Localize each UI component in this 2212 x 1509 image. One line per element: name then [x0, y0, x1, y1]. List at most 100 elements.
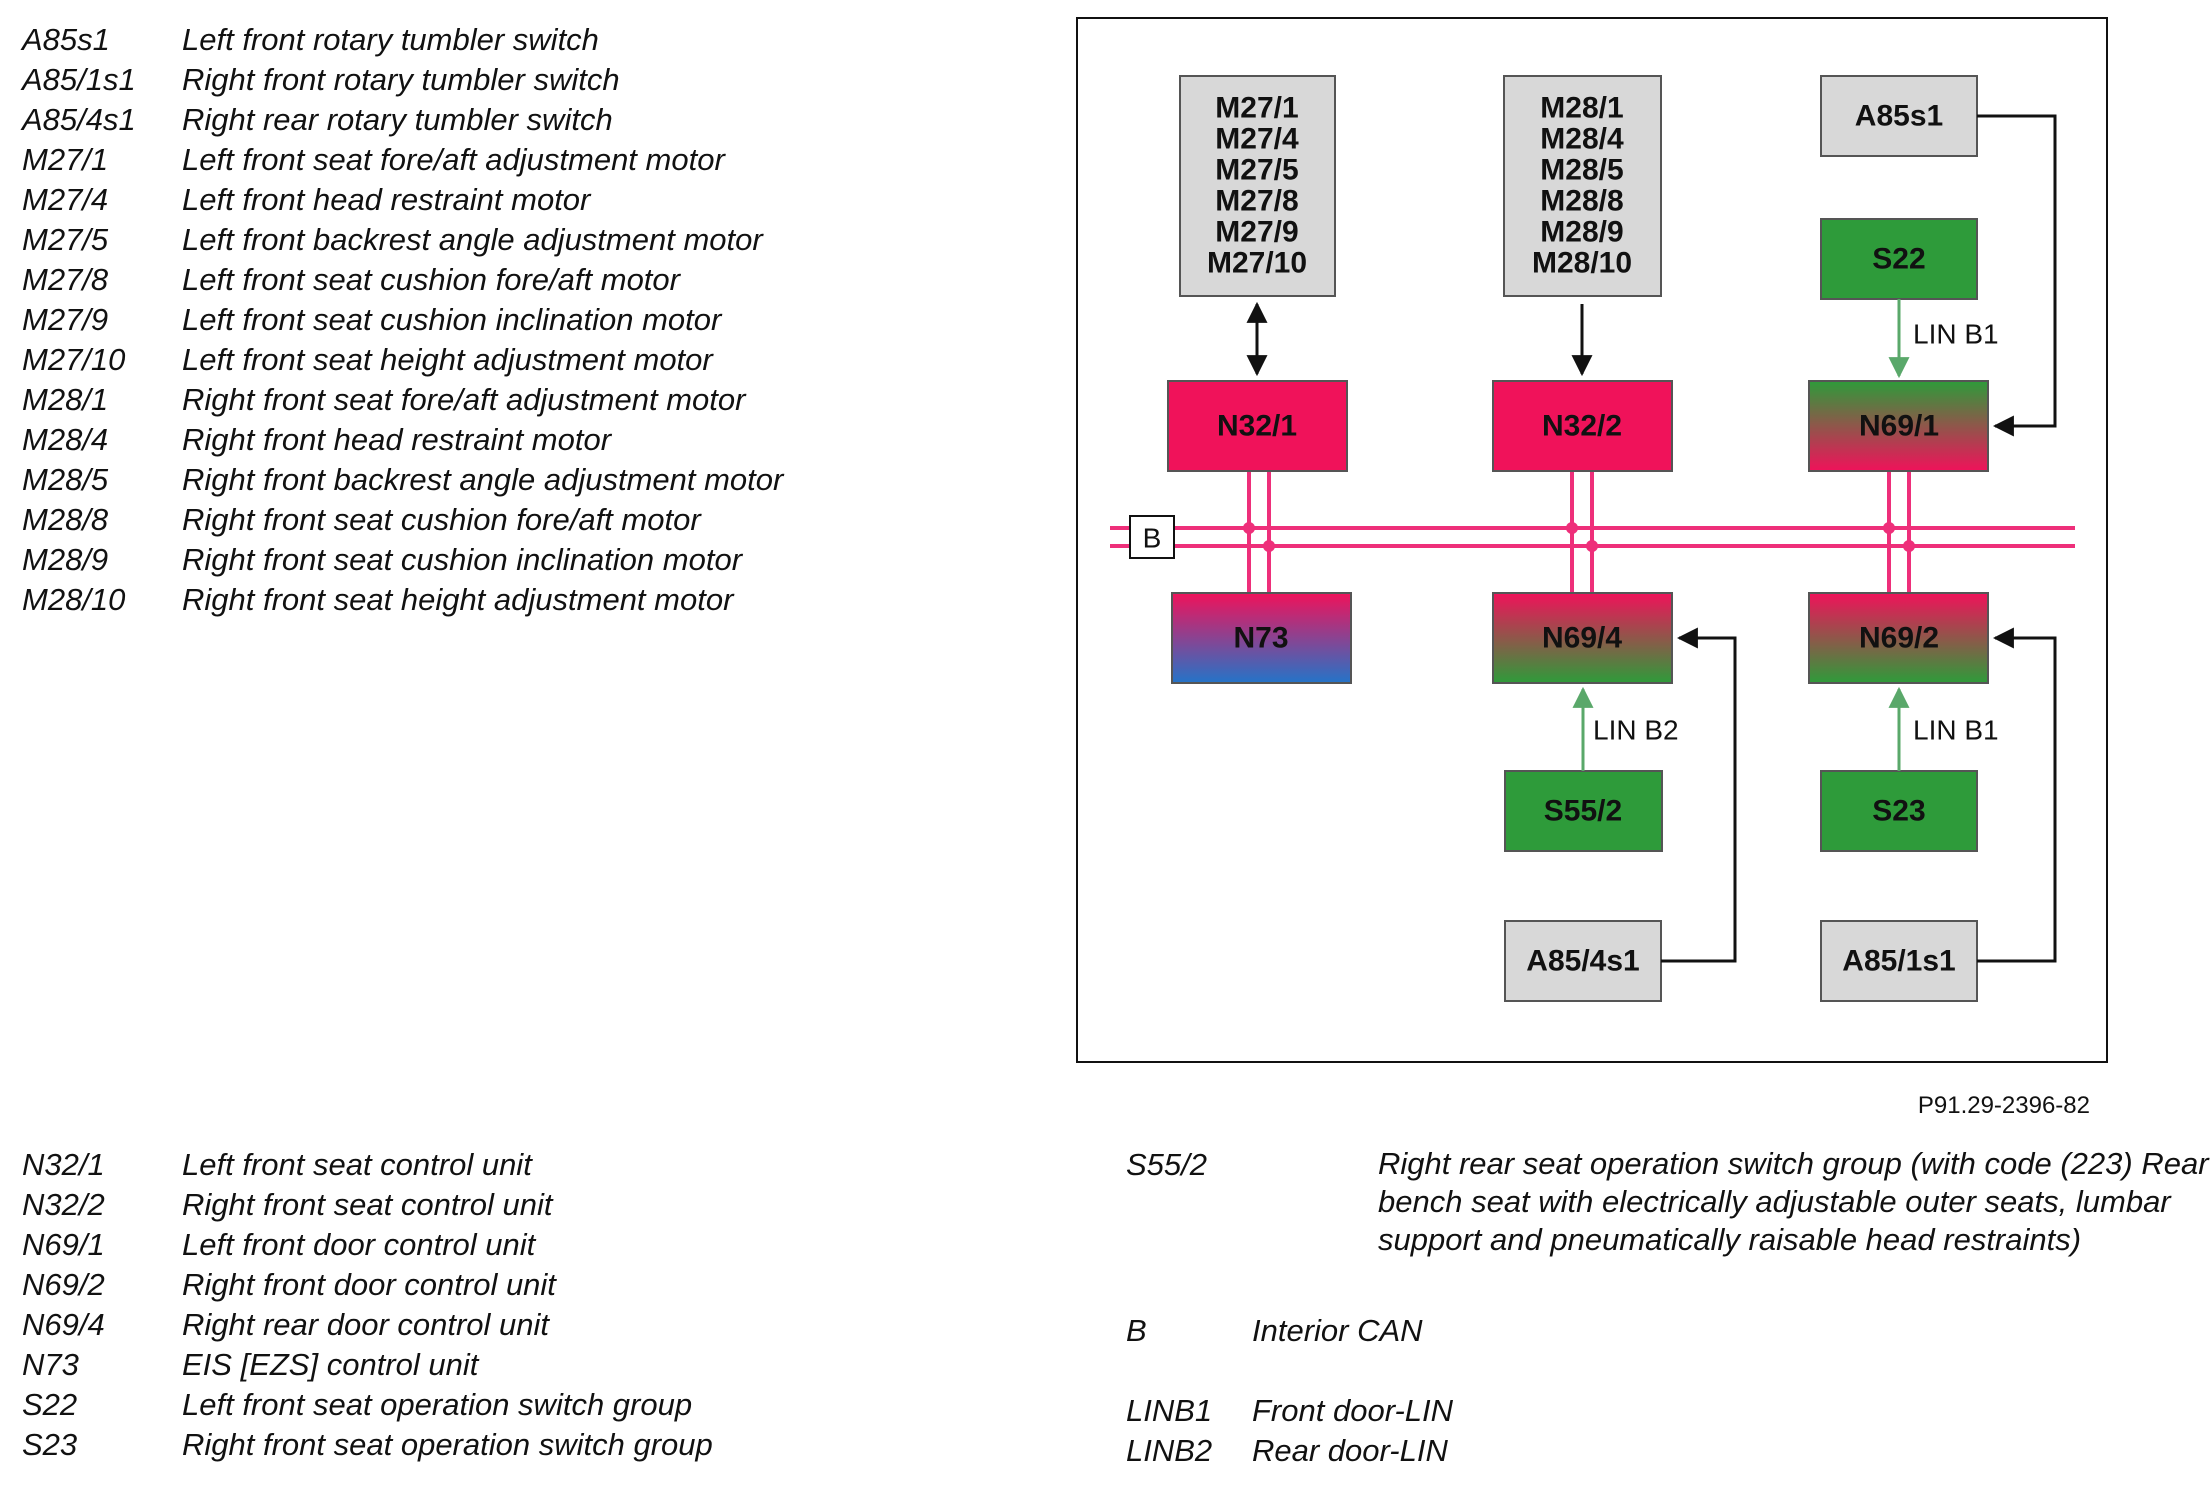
- node-n69-1-label: N69/1: [1859, 410, 1939, 443]
- legend-description: Right front seat height adjustment motor: [182, 582, 734, 617]
- legend-entry: LINB1 Front door-LIN: [1126, 1391, 2086, 1431]
- legend-description: Interior CAN: [1252, 1313, 1423, 1348]
- figure-reference: P91.29-2396-82: [1917, 1092, 2090, 1119]
- lin-connections: [1572, 299, 1910, 771]
- legend-code: M28/10: [22, 582, 126, 617]
- legend-code: N69/1: [22, 1227, 105, 1262]
- legend-description: Left front seat control unit: [182, 1147, 532, 1182]
- node-a85-1s1-label: A85/1s1: [1842, 945, 1955, 978]
- node-n32-1: N32/1: [1167, 380, 1348, 472]
- node-s22: S22: [1820, 218, 1978, 300]
- legend-description: Left front seat height adjustment motor: [182, 342, 713, 377]
- legend-code: M28/8: [22, 502, 109, 537]
- node-n69-2-label: N69/2: [1859, 622, 1939, 655]
- lin-label-s23: LIN B1: [1913, 715, 1999, 746]
- motor-box-right: M28/1 M28/4 M28/5 M28/8 M28/9 M28/10: [1503, 75, 1662, 297]
- node-n32-2-label: N32/2: [1542, 410, 1622, 443]
- legend-code: S23: [22, 1427, 78, 1462]
- legend-description: Right front seat cushion fore/aft motor: [182, 502, 701, 537]
- node-n69-1: N69/1: [1808, 380, 1989, 472]
- node-n73: N73: [1171, 592, 1352, 684]
- legend-description: Left front rotary tumbler switch: [182, 22, 599, 57]
- node-n69-2: N69/2: [1808, 592, 1989, 684]
- legend-code: M28/9: [22, 542, 109, 577]
- legend-description: Left front seat operation switch group: [182, 1387, 693, 1422]
- node-s55-2-label: S55/2: [1544, 795, 1622, 828]
- node-s22-label: S22: [1872, 243, 1925, 276]
- legend-code: S55/2: [1126, 1147, 1208, 1182]
- motor-left-label: M27/10: [1207, 247, 1307, 280]
- legend-code: B: [1126, 1313, 1147, 1348]
- legend-code: M27/5: [22, 222, 109, 257]
- legend-entry: LINB2 Rear door-LIN: [1126, 1431, 2086, 1471]
- legend-code: LINB1: [1126, 1393, 1213, 1428]
- legend-code: S22: [22, 1387, 78, 1422]
- legend-description: Left front door control unit: [182, 1227, 536, 1262]
- legend-right: S55/2 Right rear seat operation switch gr…: [1126, 1145, 2209, 1471]
- legend-description: Right front door control unit: [182, 1267, 556, 1302]
- motor-right-label: M28/4: [1540, 123, 1624, 156]
- diagram-frame: [1076, 17, 2108, 1063]
- legend-description: Right rear rotary tumbler switch: [182, 102, 613, 137]
- legend-code: LINB2: [1126, 1433, 1213, 1468]
- legend-description: Right front rotary tumbler switch: [182, 62, 620, 97]
- legend-description: Rear door-LIN: [1252, 1433, 1448, 1468]
- node-a85-4s1-label: A85/4s1: [1526, 945, 1639, 978]
- node-n69-4-label: N69/4: [1542, 622, 1622, 655]
- can-junctions: [1243, 522, 1915, 552]
- node-n32-1-label: N32/1: [1217, 410, 1297, 443]
- bus-b-label: B: [1143, 523, 1162, 554]
- legend-code: M27/1: [22, 142, 109, 177]
- legend-description: Left front seat fore/aft adjustment moto…: [182, 142, 725, 177]
- legend-code: M27/10: [22, 342, 126, 377]
- motor-right-label: M28/8: [1540, 185, 1623, 218]
- bus-b-box: [1129, 515, 1175, 559]
- legend-description: Right front backrest angle adjustment mo…: [182, 462, 784, 497]
- legend-code: N32/1: [22, 1147, 105, 1182]
- legend-description: Right front seat fore/aft adjustment mot…: [182, 382, 746, 417]
- legend-code: N73: [22, 1347, 79, 1382]
- node-a85s1: A85s1: [1820, 75, 1978, 157]
- legend-code: M28/5: [22, 462, 109, 497]
- motor-left-label: M27/4: [1215, 123, 1299, 156]
- legend-description: Left front head restraint motor: [182, 182, 591, 217]
- legend-description: Left front seat cushion inclination moto…: [182, 302, 722, 337]
- legend-code: N32/2: [22, 1187, 105, 1222]
- legend-description: Right front head restraint motor: [182, 422, 612, 457]
- legend-code: M27/9: [22, 302, 109, 337]
- node-s23-label: S23: [1872, 795, 1925, 828]
- motor-left-label: M27/9: [1215, 216, 1298, 249]
- legend-entry: S55/2 Right rear seat operation switch gr…: [1126, 1145, 2209, 1259]
- legend-description: Right rear door control unit: [182, 1307, 550, 1342]
- lin-label-s55-2: LIN B2: [1593, 715, 1679, 746]
- legend-code: M27/4: [22, 182, 109, 217]
- legend-description: Left front backrest angle adjustment mot…: [182, 222, 763, 257]
- legend-description: Right front seat operation switch group: [182, 1427, 713, 1462]
- node-a85-1s1: A85/1s1: [1820, 920, 1978, 1002]
- legend-code: M28/4: [22, 422, 109, 457]
- interior-can-bus: [1110, 471, 2075, 593]
- legend-description: Right front seat cushion inclination mot…: [182, 542, 743, 577]
- legend-code: M27/8: [22, 262, 109, 297]
- node-s55-2: S55/2: [1504, 770, 1663, 852]
- network-diagram: B M27/1 M27/4 M27/5 M27/8 M27/9 M27/10 M…: [1076, 17, 2108, 1063]
- legend-code: M28/1: [22, 382, 109, 417]
- legend-description: Right rear seat operation switch group (…: [1378, 1146, 2209, 1257]
- node-a85s1-label: A85s1: [1855, 100, 1943, 133]
- motor-left-label: M27/8: [1215, 185, 1298, 218]
- node-n69-4: N69/4: [1492, 592, 1673, 684]
- motor-left-label: M27/1: [1215, 92, 1298, 125]
- node-s23: S23: [1820, 770, 1978, 852]
- legend-code: N69/2: [22, 1267, 105, 1302]
- hardwire-connections: [1246, 114, 2057, 963]
- legend-description: Right front seat control unit: [182, 1187, 553, 1222]
- motor-right-label: M28/9: [1540, 216, 1623, 249]
- motor-right-label: M28/10: [1532, 247, 1632, 280]
- motor-right-label: M28/1: [1540, 92, 1623, 125]
- legend-description: Front door-LIN: [1252, 1393, 1454, 1428]
- legend-description: EIS [EZS] control unit: [182, 1347, 479, 1382]
- legend-entry: B Interior CAN: [1126, 1311, 2086, 1351]
- legend-code: A85/1s1: [22, 62, 136, 97]
- legend-code: A85/4s1: [22, 102, 136, 137]
- motor-right-label: M28/5: [1540, 154, 1623, 187]
